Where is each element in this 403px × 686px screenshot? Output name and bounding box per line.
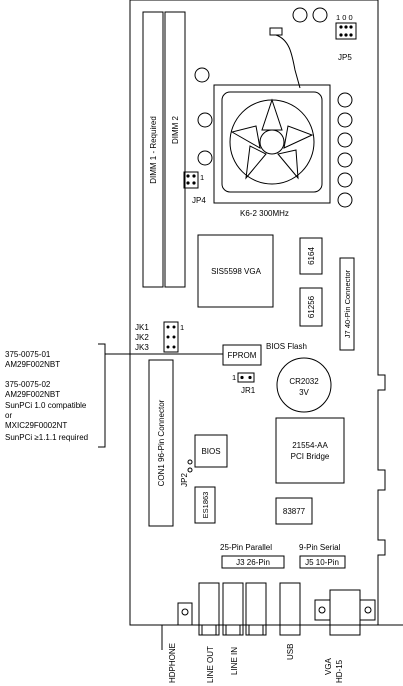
j3-connector [221,555,285,569]
capacitor [337,92,353,108]
jp4-pin-label: 1 [200,173,204,182]
j7-label: J7 40-Pin Connector [343,269,352,338]
pci-bridge-chip [275,417,345,484]
jk2-label: JK2 [135,333,149,342]
capacitor [337,172,353,188]
vga-chip-label: SIS5598 VGA [211,267,261,276]
cpu-fan-frame [221,91,323,193]
con1-connector [148,359,174,527]
svg-text:1: 1 [180,323,184,332]
jk-header [163,321,179,353]
note-part2-number: 375-0075-02 [5,380,51,389]
jp5-header [335,22,357,40]
jr1-header [237,372,255,383]
vga-chip [197,234,274,308]
fprom-chip [222,344,262,366]
capacitor [194,67,210,83]
note-part2-chip: AM29F002NBT [5,390,60,399]
jp5-pin-label: 1 0 0 [336,13,353,22]
cpu-label: K6-2 300MHz [240,209,289,218]
vga-label-2: HD-15 [335,659,344,683]
line-out-label: LINE OUT [206,646,215,683]
battery-label-2: 3V [299,388,309,397]
hdphone-label: HDPHONE [168,643,177,683]
jp5-label: JP5 [338,53,352,62]
sram-6164 [299,237,323,275]
line-in-label: LINE IN [230,647,239,675]
bios-chip [194,434,228,468]
jp2-label: JP2 [180,473,189,487]
dimm2-slot [164,11,186,288]
notes-bracket [98,343,106,448]
dimm1-label: DIMM 1 - Required [149,116,158,184]
note-part3-req: SunPCi ≥1.1.1 required [5,433,88,442]
j3-label: J3 26-Pin [236,558,270,567]
battery-label-1: CR2032 [289,377,319,386]
sram-61256-label: 61256 [307,295,316,318]
bios-flash-label: BIOS Flash [266,342,307,351]
pci-bridge-label-2: PCI Bridge [291,452,330,461]
j5-label: J5 10-Pin [305,558,339,567]
jr1-pin-label: 1 [232,373,236,382]
vga-port [329,589,361,636]
jk3-label: JK3 [135,343,149,352]
cpu-fan [229,99,315,185]
capacitor [197,150,213,166]
pci-bridge-label-1: 21554-AA [292,441,328,450]
sram-6164-label: 6164 [307,247,316,265]
serial-title: 9-Pin Serial [299,543,341,552]
note-or: or [5,411,12,420]
note-part1-number: 375-0075-01 [5,350,51,359]
fan-cable [275,34,301,89]
fprom-label: FPROM [228,351,257,360]
capacitor [337,152,353,168]
vga-label-1: VGA [324,657,333,675]
note-part3-chip: MXIC29F0002NT [5,421,67,430]
jk1-label: JK1 [135,323,149,332]
bios-label: BIOS [201,447,220,456]
capacitor [337,112,353,128]
io-chip-83877 [275,497,313,525]
capacitor [337,192,353,208]
note-part2-compat: SunPCi 1.0 compatible [5,401,87,410]
hdphone-jack [177,602,193,626]
jp4-header [183,171,199,189]
jr1-label: JR1 [241,386,256,395]
board-outline [129,0,403,626]
capacitor [197,112,213,128]
cpu-package [213,84,331,204]
capacitor [312,7,328,23]
j7-connector [339,257,355,351]
dimm2-label: DIMM 2 [171,115,180,144]
sram-61256 [299,287,323,327]
usb-port [279,582,301,636]
usb-label: USB [286,644,295,660]
jp4-label: JP4 [192,196,206,205]
fan-connector [269,27,283,36]
con1-label: CON1 96-Pin Connector [157,399,166,486]
dimm1-slot [142,11,164,288]
capacitor [292,7,308,23]
es1863-label: ES1863 [201,492,210,519]
es1863-chip [194,486,216,524]
note-part1-chip: AM29F002NBT [5,360,60,369]
capacitor [337,132,353,148]
parallel-title: 25-Pin Parallel [220,543,272,552]
j5-connector [299,555,346,569]
io-chip-label: 83877 [283,507,306,516]
battery [276,357,332,413]
